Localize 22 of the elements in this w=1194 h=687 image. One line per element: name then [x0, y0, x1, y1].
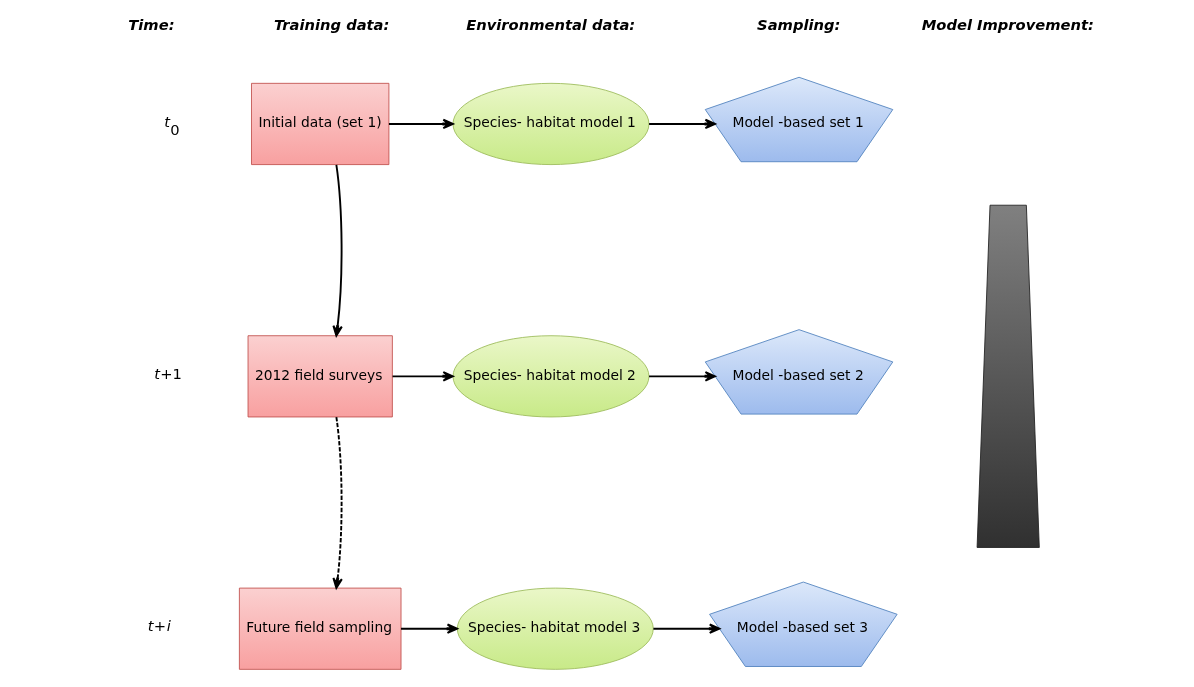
node-box: Future field sampling	[238, 587, 402, 670]
arrow	[332, 416, 343, 589]
arrow	[391, 371, 454, 382]
node-bar	[976, 204, 1040, 548]
label: t+1	[154, 365, 182, 383]
arrow	[648, 118, 716, 130]
node-ellipse: Species- habitat model 3	[456, 587, 654, 670]
label: Sampling:	[757, 15, 841, 33]
node-ellipse: Species- habitat model 1	[452, 82, 650, 165]
arrow	[648, 371, 716, 382]
arrow	[388, 118, 454, 130]
node-box: Initial data (set 1)	[251, 82, 390, 165]
label: Environmental data:	[466, 15, 636, 33]
label: Time:	[128, 15, 175, 33]
arrow	[652, 623, 721, 634]
label: Model Improvement:	[921, 15, 1094, 33]
arrow	[332, 163, 343, 337]
arrow	[400, 623, 458, 634]
label: Training data:	[273, 15, 390, 33]
node-box: 2012 field surveys	[247, 335, 393, 418]
node-ellipse: Species- habitat model 2	[452, 335, 650, 418]
label: t+i	[147, 617, 171, 635]
